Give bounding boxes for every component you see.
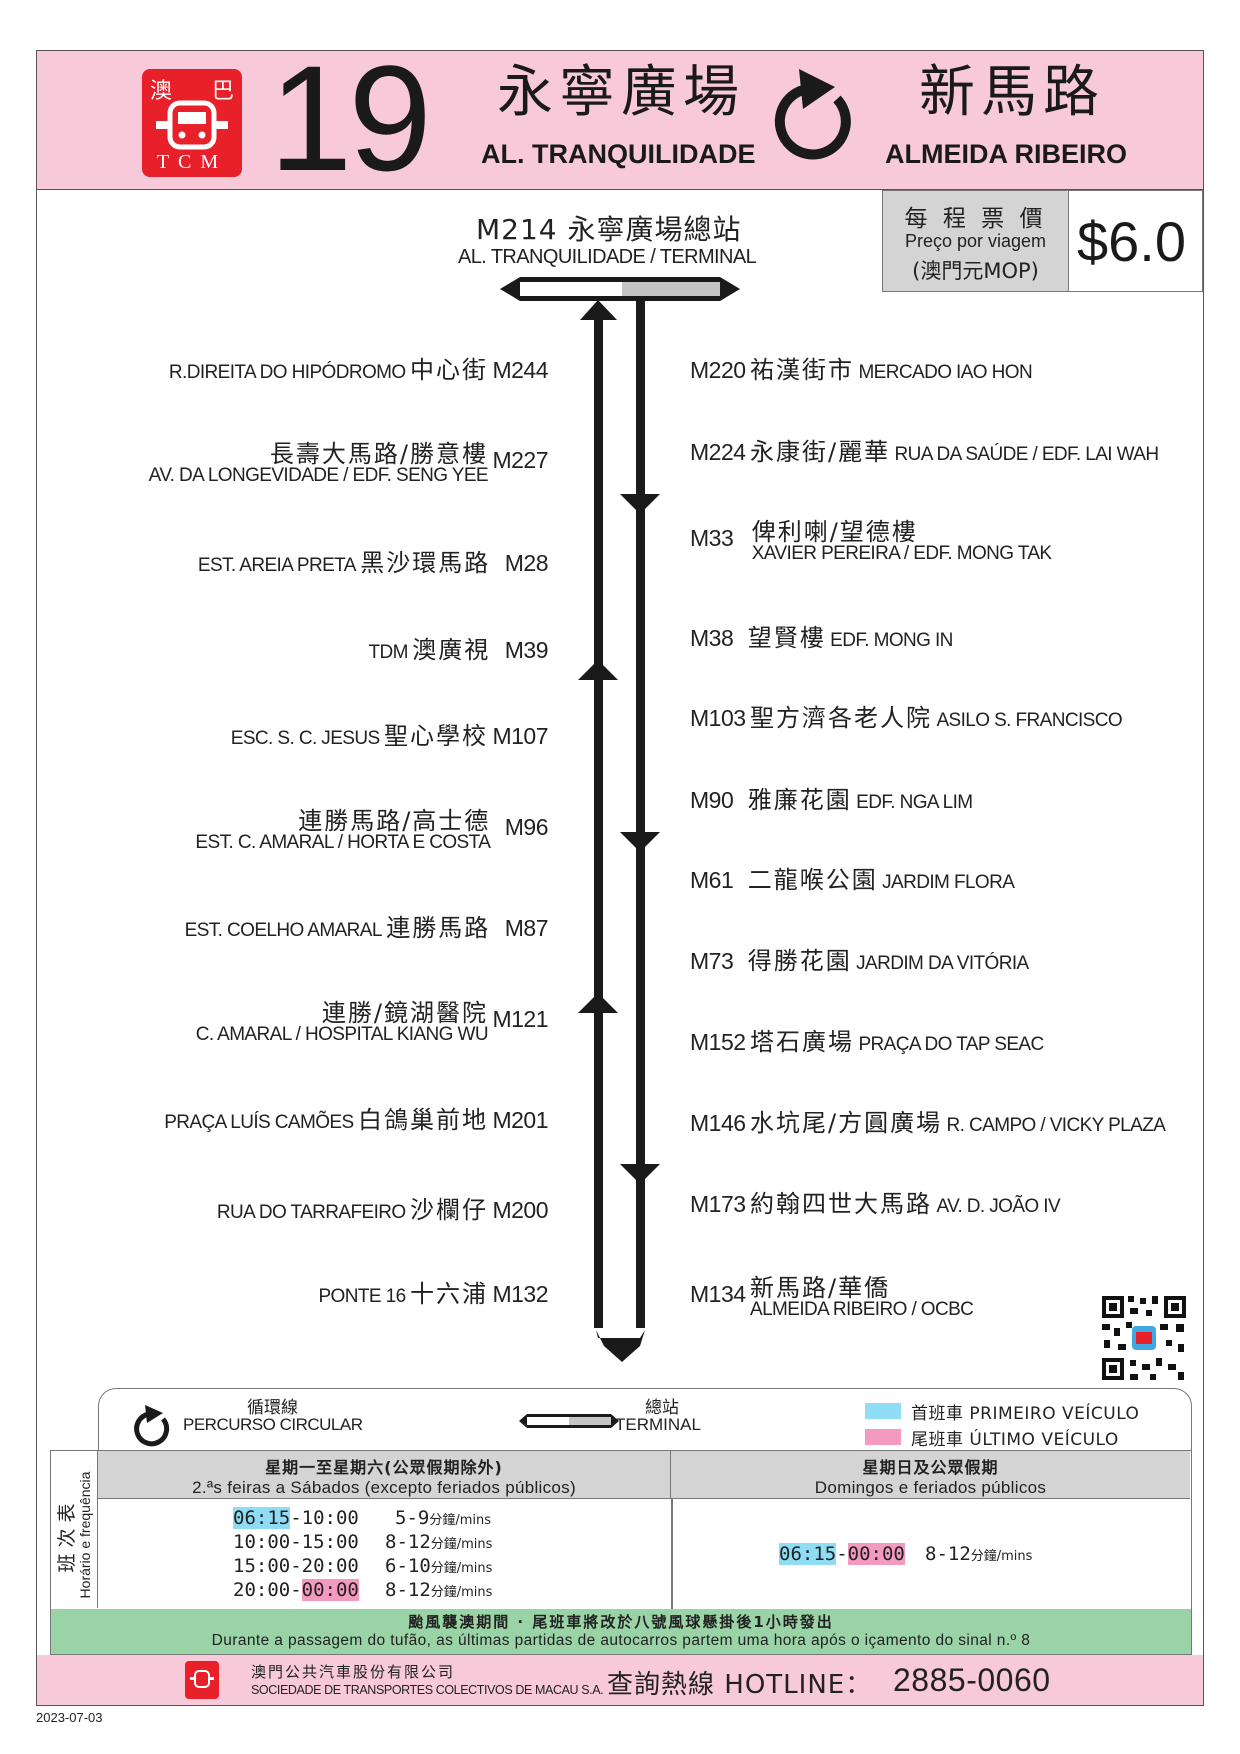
weekday-freq-2: 8-12分鐘/mins	[385, 1531, 493, 1553]
company-name-zh: 澳門公共汽車股份有限公司	[251, 1663, 456, 1681]
first-bus-swatch	[865, 1403, 901, 1419]
stop-right-m224: M224 永康街/麗華 RUA DA SAÚDE / EDF. LAI WAH	[690, 438, 1159, 466]
side-label-pt: Horário e frequência	[77, 1471, 93, 1599]
footer-logo	[185, 1661, 219, 1699]
weekday-header-zh: 星期一至星期六(公眾假期除外)	[265, 1458, 503, 1477]
print-date: 2023-07-03	[36, 1710, 103, 1725]
stop-right-m152: M152 塔石廣場 PRAÇA DO TAP SEAC	[690, 1028, 1044, 1056]
stop-left-m132: PONTE 16 十六浦 M132	[318, 1280, 548, 1308]
stop-left-m227: 長壽大馬路/勝意樓 AV. DA LONGEVIDADE / EDF. SENG…	[148, 440, 549, 486]
hotline-number: 2885-0060	[893, 1662, 1051, 1698]
weekday-freq-4: 8-12分鐘/mins	[385, 1579, 493, 1601]
holiday-header: 星期日及公眾假期 Domingos e feriados públicos	[671, 1451, 1190, 1499]
holiday-header-zh: 星期日及公眾假期	[862, 1458, 999, 1477]
side-label-zh: 班次表	[56, 1497, 78, 1573]
holiday-header-pt: Domingos e feriados públicos	[814, 1478, 1047, 1497]
stop-left-m39: TDM 澳廣視 M39	[368, 636, 548, 664]
logo-char-2: 巴	[211, 79, 234, 104]
fare-label-pt: Preço por viagem	[904, 231, 1047, 251]
stop-right-m73: M73 得勝花園 JARDIM DA VITÓRIA	[690, 947, 1029, 975]
typhoon-notice-zh: 颱風襲澳期間 · 尾班車將改於八號風球懸掛後1小時發出	[408, 1613, 834, 1631]
fare-price-box: $6.0	[1069, 190, 1203, 292]
holiday-row: 06:15-00:00	[779, 1543, 905, 1565]
logo-abbr: TCM	[156, 151, 228, 173]
stop-left-m200: RUA DO TARRAFEIRO 沙欄仔 M200	[216, 1196, 549, 1224]
stop-right-m33: M33 俾利喇/望德樓 XAVIER PEREIRA / EDF. MONG T…	[690, 518, 1052, 564]
weekday-header-pt: 2.ªs feiras a Sábados (excepto feriados …	[192, 1478, 576, 1497]
weekday-row-2: 10:00-15:00	[233, 1531, 359, 1553]
stop-left-m28: EST. AREIA PRETA 黑沙環馬路 M28	[197, 549, 549, 577]
destination-pt: ALMEIDA RIBEIRO	[885, 139, 1127, 169]
weekday-freq-3: 6-10分鐘/mins	[385, 1555, 493, 1577]
last-bus-swatch	[865, 1429, 901, 1445]
weekday-row-1: 06:15-10:00	[233, 1507, 359, 1529]
timetable: 班次表 Horário e frequência 星期一至星期六(公眾假期除外)…	[50, 1450, 1192, 1610]
logo-char-1: 澳	[150, 79, 173, 104]
fare-price: $6.0	[1077, 210, 1186, 273]
holiday-freq: 8-12分鐘/mins	[925, 1543, 1033, 1565]
legend-panel: 循環線 PERCURSO CIRCULAR 總站 TERMINAL 首班車 PR…	[98, 1388, 1192, 1450]
stop-right-m173: M173 約翰四世大馬路 AV. D. JOÃO IV	[690, 1190, 1061, 1218]
route-number: 19	[269, 34, 432, 202]
fare-label-box: 每 程 票 價 Preço por viagem (澳門元MOP)	[882, 190, 1069, 292]
weekday-freq-1: 5-9分鐘/mins	[395, 1507, 491, 1529]
terminal-title: M214 永寧廣場總站	[476, 213, 742, 246]
circular-route-icon-small	[134, 1405, 170, 1447]
stop-right-m90: M90 雅廉花園 EDF. NGA LIM	[690, 786, 973, 814]
stop-left-m201: PRAÇA LUÍS CAMÕES 白鴿巢前地 M201	[164, 1106, 548, 1134]
legend-last-bus: 尾班車 ÚLTIMO VEÍCULO	[911, 1430, 1119, 1450]
weekday-row-4: 20:00-00:00	[233, 1579, 359, 1601]
stop-right-m146: M146 水坑尾/方圓廣場 R. CAMPO / VICKY PLAZA	[690, 1109, 1166, 1137]
route-header: 澳 巴 TCM 19 永寧廣場 AL. TRANQUILIDADE 新馬路 AL…	[37, 43, 1203, 193]
timetable-side-label: 班次表 Horário e frequência	[51, 1451, 98, 1608]
footer: 澳門公共汽車股份有限公司 SOCIEDADE DE TRANSPORTES CO…	[37, 1655, 1203, 1705]
terminal-legend-icon	[519, 1414, 619, 1428]
stop-left-m107: ESC. S. C. JESUS 聖心學校 M107	[230, 722, 549, 750]
stop-right-m38: M38 望賢樓 EDF. MONG IN	[690, 624, 953, 652]
typhoon-notice-pt: Durante a passagem do tufão, as últimas …	[211, 1632, 1031, 1649]
bus-icon	[156, 100, 228, 150]
legend-terminal-pt: TERMINAL	[615, 1415, 701, 1434]
weekday-header: 星期一至星期六(公眾假期除外) 2.ªs feiras a Sábados (e…	[98, 1451, 671, 1499]
fare-label-zh: 每 程 票 價	[904, 206, 1047, 232]
legend-circular-zh: 循環線	[247, 1398, 298, 1418]
origin-zh: 永寧廣場	[497, 60, 745, 125]
footer-bus-icon	[190, 1670, 214, 1688]
typhoon-notice: 颱風襲澳期間 · 尾班車將改於八號風球懸掛後1小時發出 Durante a pa…	[50, 1609, 1192, 1655]
stop-right-m220: M220 祐漢街市 MERCADO IAO HON	[690, 356, 1033, 384]
legend-circular-pt: PERCURSO CIRCULAR	[183, 1415, 363, 1434]
legend-first-bus: 首班車 PRIMEIRO VEÍCULO	[911, 1404, 1140, 1424]
stop-left-m96: 連勝馬路/高士德 EST. C. AMARAL / HORTA E COSTA …	[195, 807, 548, 853]
stop-right-m134: M134 新馬路/華僑 ALMEIDA RIBEIRO / OCBC	[690, 1274, 974, 1320]
company-name-pt: SOCIEDADE DE TRANSPORTES COLECTIVOS DE M…	[251, 1683, 604, 1697]
legend-terminal-zh: 總站	[645, 1398, 679, 1418]
stop-right-m103: M103 聖方濟各老人院 ASILO S. FRANCISCO	[690, 704, 1123, 732]
terminal-subtitle: AL. TRANQUILIDADE / TERMINAL	[458, 246, 757, 268]
route-diagram	[500, 277, 740, 1362]
stop-right-m61: M61 二龍喉公園 JARDIM FLORA	[690, 866, 1015, 894]
qr-code-icon[interactable]	[1100, 1294, 1188, 1382]
weekday-row-3: 15:00-20:00	[233, 1555, 359, 1577]
hotline-label: 查詢熱線 HOTLINE：	[607, 1670, 873, 1700]
tcm-logo: 澳 巴 TCM	[142, 69, 242, 177]
destination-zh: 新馬路	[919, 60, 1105, 125]
circular-route-icon	[774, 69, 851, 160]
page-frame	[36, 50, 1204, 1706]
stop-left-m87: EST. COELHO AMARAL 連勝馬路 M87	[184, 914, 549, 942]
stop-left-m244: R.DIREITA DO HIPÓDROMO 中心街 M244	[168, 356, 549, 384]
fare-currency: (澳門元MOP)	[912, 259, 1039, 283]
stop-left-m121: 連勝/鏡湖醫院 C. AMARAL / HOSPITAL KIANG WU M1…	[195, 999, 549, 1045]
origin-pt: AL. TRANQUILIDADE	[481, 139, 756, 169]
